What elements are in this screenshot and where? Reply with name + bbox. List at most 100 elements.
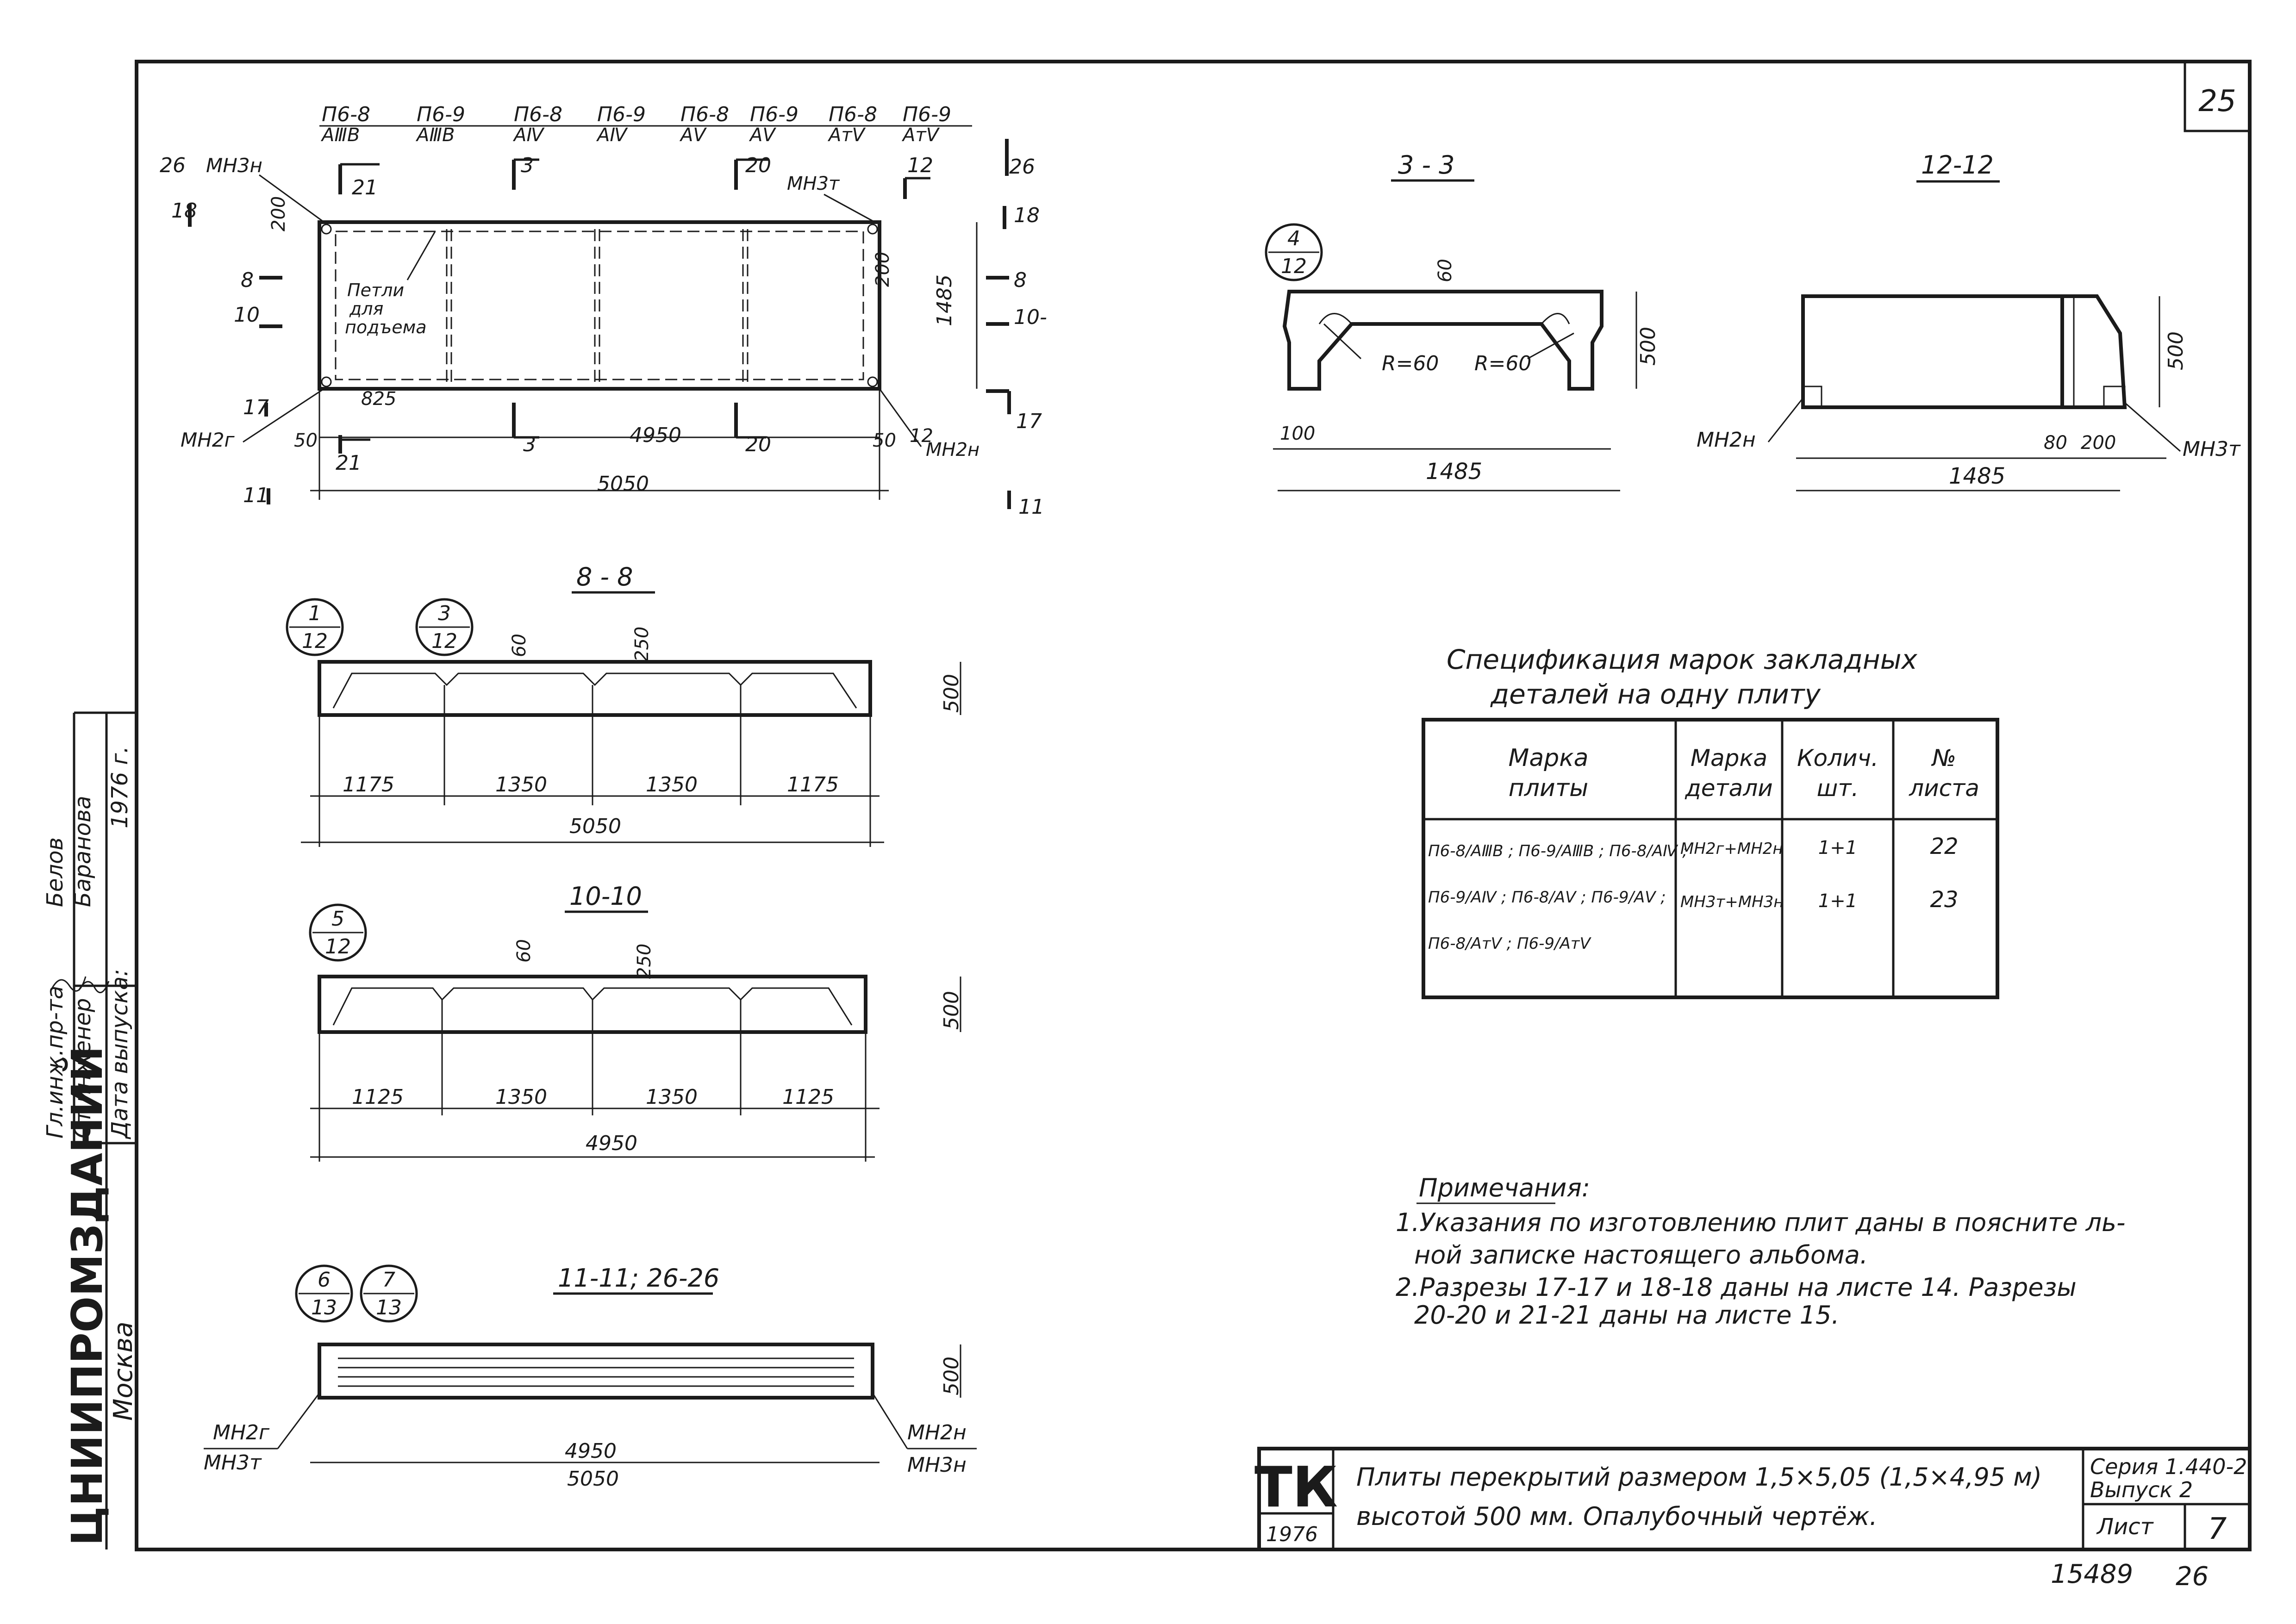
- mark-11-right: 11: [1018, 495, 1044, 519]
- dim-gap-right: 50: [873, 430, 896, 451]
- callout-4-top: 4: [1287, 227, 1300, 250]
- sheet-frame: 25 15489 26: [135, 60, 2252, 1592]
- section-3-3-outline: [1282, 290, 1603, 391]
- dim-10-10-span1: 1125: [352, 1085, 404, 1109]
- dim-5050-plan: 5050: [597, 472, 649, 496]
- stamp-number-2: 26: [2176, 1562, 2209, 1592]
- dim-10-10-height: 500: [940, 991, 963, 1030]
- mark-21-bottom: 21: [336, 451, 362, 475]
- notes-line-4: 20-20 и 21-21 даны на листе 15.: [1414, 1300, 1840, 1330]
- callout-3-bottom: 12: [431, 629, 457, 653]
- plan-slab-outline: [318, 220, 881, 391]
- dim-8-8-rib: 60: [509, 634, 530, 657]
- part-mn3n: МН3н: [206, 154, 262, 177]
- mark-10-left: 10: [234, 303, 260, 327]
- title-year: 1976: [1266, 1523, 1318, 1546]
- notes-line-1: 1.Указания по изготовлению плит даны в п…: [1396, 1208, 2125, 1237]
- mark-20-top: 20: [745, 154, 771, 177]
- side-row-role-3: Дата выпуска:: [107, 969, 133, 1140]
- dim-1485-plan: 1485: [933, 274, 956, 326]
- dim-3-3-edge: 100: [1280, 423, 1315, 444]
- dim-8-8-span2: 1350: [495, 773, 547, 796]
- mark-21-top: 21: [352, 176, 378, 199]
- spec-header-qty-2: шт.: [1817, 775, 1859, 802]
- section-10-10: 10-10 5 12 60 250 500 1125 1350 1350 112…: [309, 882, 963, 1162]
- plan-title-4b: АⅣ: [596, 124, 628, 146]
- plan-title-2a: П6-9: [417, 103, 465, 126]
- dim-3-3-top: 60: [1435, 259, 1456, 282]
- dim-12-12-height: 500: [2164, 331, 2188, 370]
- notes-heading: Примечания:: [1419, 1173, 1590, 1202]
- dim-8-8-span1: 1175: [343, 773, 394, 796]
- dim-10-10-span2: 1350: [495, 1085, 547, 1109]
- part-mn3t: МН3т: [787, 173, 840, 194]
- part-mn2n-12: МН2н: [1697, 428, 1756, 452]
- part-mn2g: МН2г: [181, 429, 235, 451]
- section-8-8-title: 8 - 8: [576, 562, 633, 591]
- plan-title-7a: П6-8: [829, 103, 877, 126]
- spec-title-2: деталей на одну плиту: [1490, 678, 1821, 710]
- dim-12-12-a: 80: [2044, 432, 2067, 454]
- callout-3-top: 3: [438, 602, 451, 625]
- section-8-8-outline: [318, 660, 872, 717]
- callout-6-bottom: 13: [311, 1296, 337, 1319]
- section-12-12-title: 12-12: [1921, 150, 1994, 180]
- notes-line-2: ной записке настоящего альбома.: [1414, 1240, 1868, 1269]
- signature-2: [78, 981, 110, 994]
- part-mn3t-11: МН3т: [204, 1451, 262, 1475]
- spec-row1-qty: 1+1: [1818, 837, 1857, 859]
- mark-3-bottom: 3: [523, 433, 536, 456]
- dim-10-10-span4: 1125: [782, 1085, 834, 1109]
- callout-1-bottom: 12: [302, 629, 328, 653]
- mark-8-left: 8: [241, 268, 254, 292]
- mark-8-right: 8: [1014, 268, 1027, 292]
- section-3-3: 3 - 3 4 12 60 R=60 R=60 500 100 1485: [1265, 150, 1660, 492]
- mark-12-top: 12: [907, 154, 933, 177]
- spec-header-plate-1: Марка: [1508, 744, 1588, 772]
- dim-10-10-rib: 60: [513, 939, 535, 963]
- dim-825: 825: [361, 388, 396, 410]
- plan-loops-note-3: подъема: [345, 317, 427, 337]
- spec-table: Спецификация марок закладных деталей на …: [1422, 644, 1999, 999]
- spec-title-1: Спецификация марок закладных: [1447, 644, 1918, 675]
- spec-header-plate-2: плиты: [1509, 774, 1588, 802]
- plan-title-2b: АⅢВ: [415, 124, 455, 146]
- part-mn2n-11: МН2н: [907, 1421, 967, 1444]
- dim-8-8-span4: 1175: [787, 773, 839, 796]
- side-row-date: 1976 г.: [107, 746, 133, 828]
- spec-plate-line-2: П6-9/АⅣ ; П6-8/АⅤ ; П6-9/АⅤ ;: [1428, 888, 1666, 907]
- dim-gap-left: 50: [294, 430, 318, 451]
- callout-7-bottom: 13: [376, 1296, 402, 1319]
- radius-1: R=60: [1382, 352, 1439, 375]
- dim-8-8-height: 500: [940, 674, 963, 713]
- callout-6-top: 6: [318, 1268, 331, 1292]
- part-mn3t-12: МН3т: [2183, 437, 2241, 461]
- callout-5-bottom: 12: [325, 935, 351, 958]
- dim-4950-plan: 4950: [630, 423, 681, 447]
- spec-row2-qty: 1+1: [1818, 890, 1857, 912]
- dim-8-8-span3: 1350: [646, 773, 698, 796]
- spec-plate-line-3: П6-8/АтⅤ ; П6-9/АтⅤ: [1428, 934, 1592, 953]
- org-city: Москва: [108, 1321, 138, 1421]
- plan-title: П6-8 АⅢВ П6-9 АⅢВ П6-8 АⅣ П6-9 АⅣ П6-8 А…: [319, 103, 972, 146]
- plan-title-4a: П6-9: [597, 103, 646, 126]
- dim-11-11-total: 5050: [567, 1467, 619, 1491]
- mark-26-left: 26: [160, 154, 186, 177]
- title-sheet-label: Лист: [2096, 1514, 2154, 1540]
- side-title-block: Гл.инж.пр-та Ст.инженер Дата выпуска: Бе…: [42, 711, 138, 1549]
- stamp-number: 15489: [2051, 1559, 2133, 1589]
- callout-1-top: 1: [308, 602, 321, 625]
- plan-title-1a: П6-8: [322, 103, 370, 126]
- side-row-role-1: Гл.инж.пр-та: [42, 986, 68, 1139]
- spec-header-detail-2: детали: [1685, 775, 1773, 802]
- side-row-name-1: Белов: [42, 837, 68, 907]
- plan-title-1b: АⅢВ: [320, 124, 360, 146]
- dim-12-12-width: 1485: [1949, 463, 2005, 489]
- dim-11-11-inner: 4950: [565, 1439, 617, 1463]
- title-series: Серия 1.440-2: [2090, 1454, 2247, 1479]
- dim-10-10-span3: 1350: [646, 1085, 698, 1109]
- plan-loops-note-2: для: [349, 299, 383, 319]
- mark-17-right: 17: [1016, 410, 1042, 433]
- mark-18-left: 18: [171, 199, 197, 223]
- spec-header-sheet-1: №: [1931, 745, 1956, 772]
